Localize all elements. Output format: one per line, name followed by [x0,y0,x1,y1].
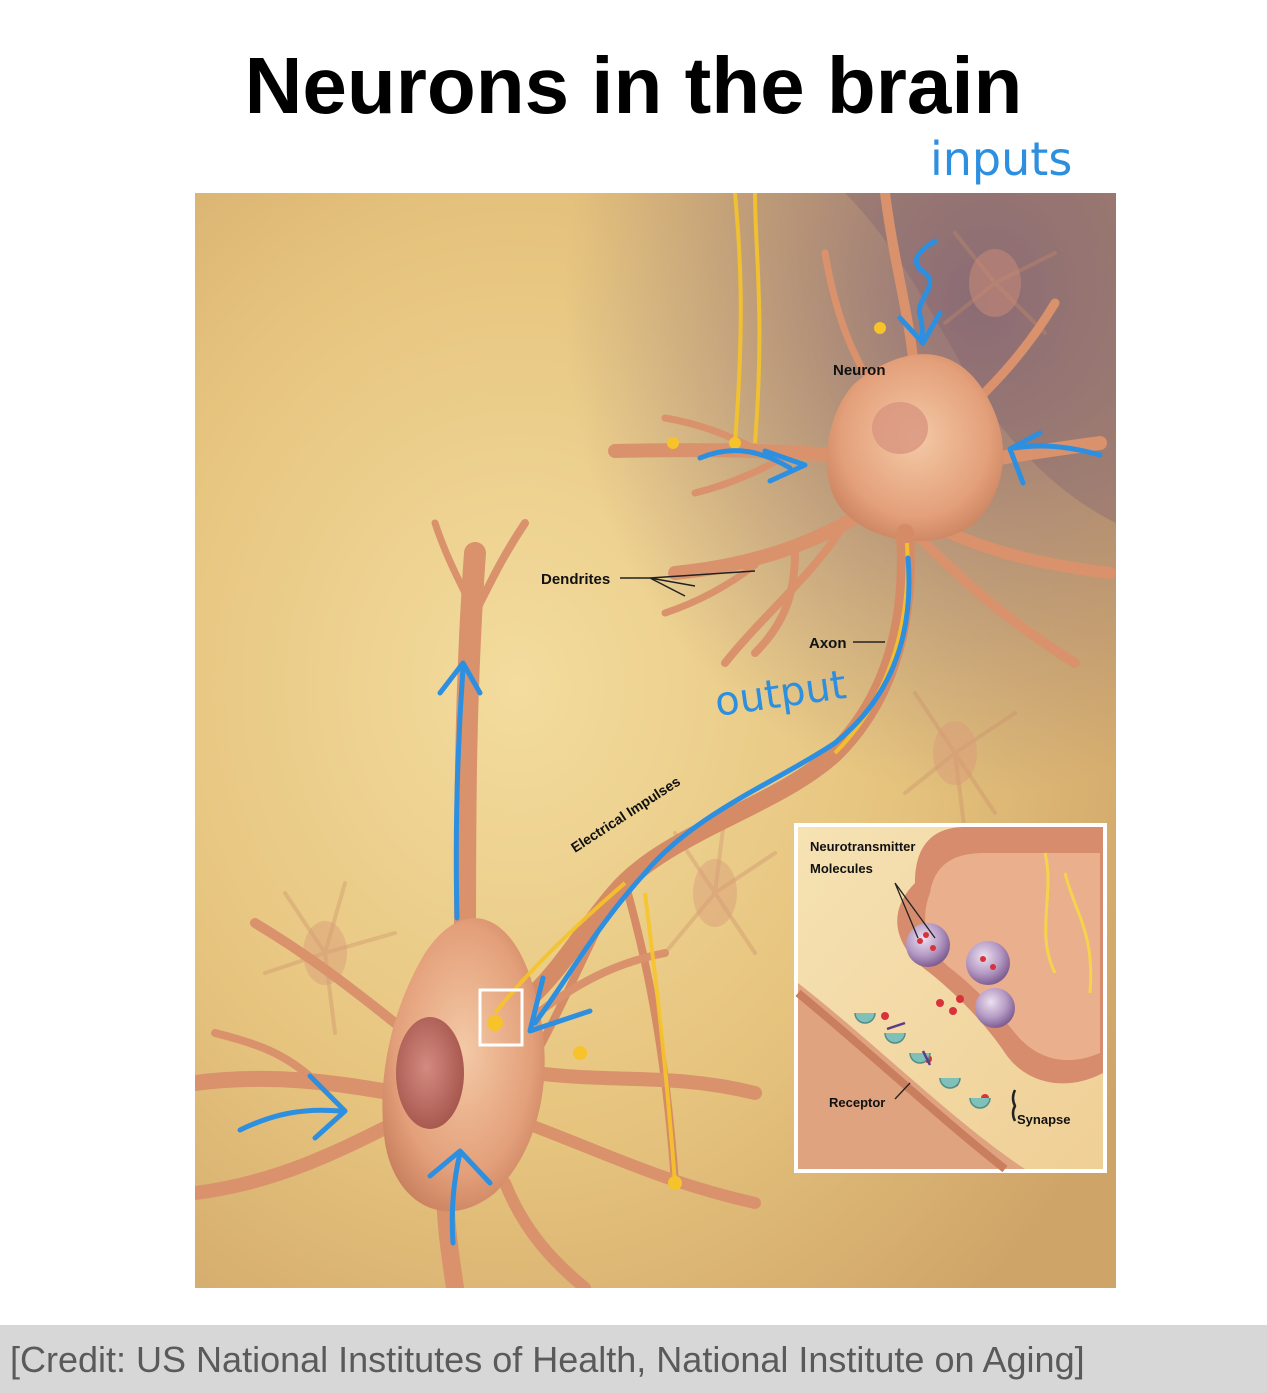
synapse-inset: Neurotransmitter Molecules Receptor Syna… [794,823,1107,1173]
annotation-arrows [237,238,1103,1246]
label-neuron: Neuron [833,362,886,379]
annotation-inputs: inputs [930,132,1072,186]
annotation-inputs-wrap: inputs [930,132,1072,186]
label-neurotransmitter-line2: Molecules [810,861,873,876]
slide-title: Neurons in the brain [244,41,1023,130]
label-synapse: Synapse [1017,1112,1070,1127]
label-receptor: Receptor [829,1095,885,1110]
label-axon: Axon [809,635,847,652]
synapse-terminals [487,322,886,1190]
nucleus [396,1017,464,1129]
vesicle [906,923,950,967]
label-dendrites: Dendrites [541,571,610,588]
neuron-illustration: Neuron Dendrites Axon Electrical Impulse… [195,193,1116,1288]
credit-bar: [Credit: US National Institutes of Healt… [0,1325,1267,1393]
label-neurotransmitter-line1: Neurotransmitter [810,839,915,854]
lower-neuron-dendrites [195,519,762,1288]
vesicle [975,988,1015,1028]
impulse-lines [493,193,762,1184]
credit-text: [Credit: US National Institutes of Healt… [10,1339,1085,1380]
synapse-highlight-box [478,988,524,1047]
vesicle [966,941,1010,985]
